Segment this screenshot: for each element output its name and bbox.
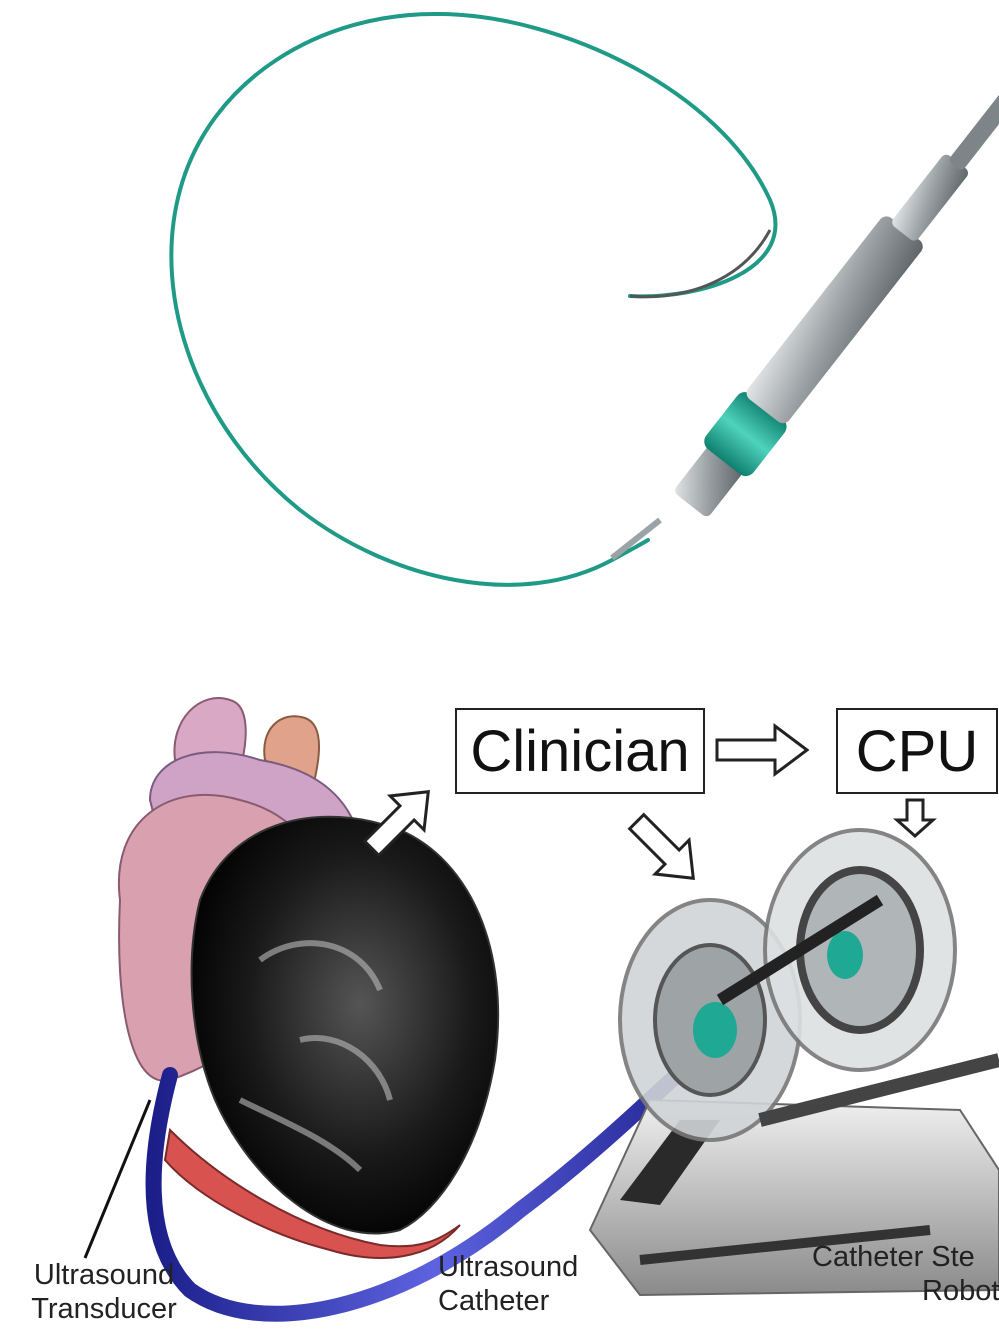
arrow-clinician-to-cpu [717,726,807,774]
catheter-steering-robot [590,830,999,1295]
cpu-label: CPU [856,718,978,785]
ventricle-ultrasound [192,817,499,1234]
introducer-device [666,22,999,524]
arrow-clinician-to-robot [620,805,711,896]
clinician-box: Clinician [455,708,705,794]
clinician-label: Clinician [470,718,689,785]
caption-line: Catheter Ste [812,1241,975,1273]
cpu-box: CPU [836,708,998,794]
needle-shaft [612,520,660,558]
guidewire-photo [171,14,999,585]
caption-line: Catheter [438,1285,549,1317]
caption-ultrasound-transducer: Ultrasound Transducer [14,1258,194,1326]
caption-line: Robot [812,1274,999,1308]
caption-catheter-steering-robot: Catheter Ste Robot [812,1240,999,1308]
caption-line: Transducer [31,1293,177,1325]
transducer-pointer [85,1100,150,1258]
arrow-cpu-to-robot [897,800,933,836]
caption-line: Ultrasound [438,1251,578,1283]
guidewire-tip [630,230,770,297]
caption-line: Ultrasound [34,1259,174,1291]
caption-ultrasound-catheter: Ultrasound Catheter [438,1250,608,1318]
